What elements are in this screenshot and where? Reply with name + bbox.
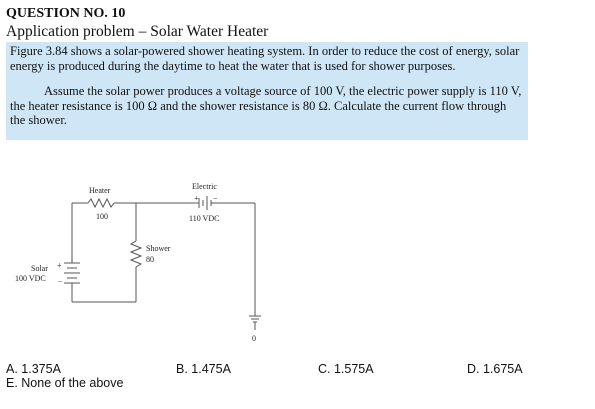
ground-label: 0 — [252, 334, 256, 343]
electric-value: 110 VDC — [189, 214, 219, 223]
problem-paragraph-2: Assume the solar power produces a voltag… — [10, 84, 522, 127]
question-title: Application problem – Solar Water Heater — [6, 23, 269, 40]
problem-statement: Figure 3.84 shows a solar-powered shower… — [6, 42, 528, 140]
solar-minus: − — [58, 277, 63, 286]
option-a[interactable]: A. 1.375A — [6, 362, 61, 376]
option-e[interactable]: E. None of the above — [6, 376, 124, 390]
heater-label: Heater — [89, 186, 111, 195]
heater-value: 100 — [96, 212, 108, 221]
option-b[interactable]: B. 1.475A — [176, 362, 231, 376]
shower-resistor-icon — [129, 240, 143, 268]
solar-value: 100 VDC — [15, 274, 46, 283]
option-d[interactable]: D. 1.675A — [467, 362, 523, 376]
shower-label: Shower — [146, 244, 171, 253]
problem-paragraph-1: Figure 3.84 shows a solar-powered shower… — [10, 44, 520, 73]
solar-plus: + — [57, 261, 62, 270]
ground-icon — [249, 315, 261, 330]
question-number: QUESTION NO. 10 — [6, 6, 126, 21]
shower-value: 80 — [146, 255, 154, 264]
electric-minus: − — [213, 194, 218, 203]
electric-plus: + — [194, 194, 199, 203]
option-c[interactable]: C. 1.575A — [318, 362, 374, 376]
electric-battery-icon — [198, 196, 212, 210]
heater-resistor-icon — [87, 197, 115, 209]
electric-label: Electric — [192, 182, 217, 191]
solar-label: Solar — [31, 264, 48, 273]
circuit-diagram: Heater 100 Electric + − 110 VDC Shower 8… — [15, 182, 261, 343]
solar-battery-icon — [64, 262, 80, 284]
